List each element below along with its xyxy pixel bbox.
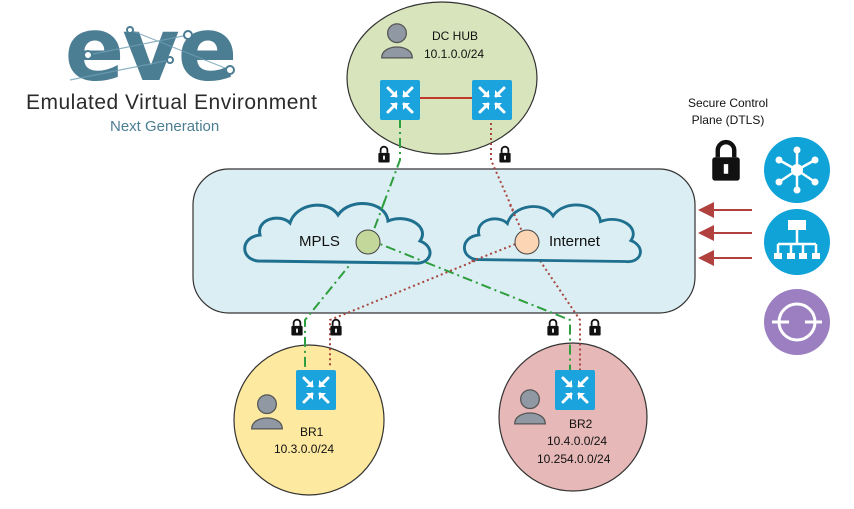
mpls-link-br2 — [369, 239, 571, 370]
dc-hub-subnet: 10.1.0.0/24 — [424, 47, 485, 61]
br1-subnet: 10.3.0.0/24 — [274, 442, 335, 456]
dc-hub-name: DC HUB — [432, 29, 479, 43]
vmanage-icon — [764, 289, 830, 355]
lock-icon — [546, 318, 560, 336]
internet-link-br1 — [329, 239, 527, 368]
lock-icon — [290, 318, 304, 336]
control-plane-lock-icon — [712, 142, 740, 181]
logo-subtitle: Next Generation — [110, 118, 220, 135]
br2-router-icon — [555, 370, 595, 410]
control-plane-arrows — [698, 202, 752, 266]
dc-hub-site — [346, 1, 538, 155]
internet-transport-dot — [514, 229, 540, 255]
eve-wordmark: eve — [65, 0, 238, 101]
internet-label: Internet — [549, 233, 600, 250]
vbond-icon — [764, 209, 830, 275]
lock-icon — [498, 145, 512, 163]
br2-subnet-1: 10.4.0.0/24 — [547, 434, 608, 448]
mpls-link-br1 — [304, 239, 371, 368]
br1-router-icon — [296, 370, 336, 410]
hub-router-2-icon — [472, 80, 512, 120]
br2-name: BR2 — [569, 417, 593, 431]
mpls-links — [304, 118, 571, 370]
lock-icon — [329, 318, 343, 336]
eve-logo: eve — [65, 0, 238, 101]
hub-router-1-icon — [380, 80, 420, 120]
internet-link-br2 — [525, 239, 581, 370]
logo-wordmark: eve — [65, 0, 236, 101]
mpls-transport-dot — [355, 229, 381, 255]
control-plane-label-2: Plane (DTLS) — [691, 113, 765, 127]
lock-icon — [588, 318, 602, 336]
br2-site — [498, 342, 648, 492]
mpls-label: MPLS — [299, 233, 340, 250]
br1-site — [233, 344, 385, 496]
br2-subnet-2: 10.254.0.0/24 — [537, 452, 611, 466]
br1-name: BR1 — [300, 425, 324, 439]
control-plane-label-1: Secure Control — [687, 96, 769, 110]
vsmart-icon — [764, 137, 830, 203]
logo-title: Emulated Virtual Environment — [26, 91, 318, 114]
mpls-link-hub — [369, 118, 401, 241]
lock-icon — [377, 145, 391, 163]
